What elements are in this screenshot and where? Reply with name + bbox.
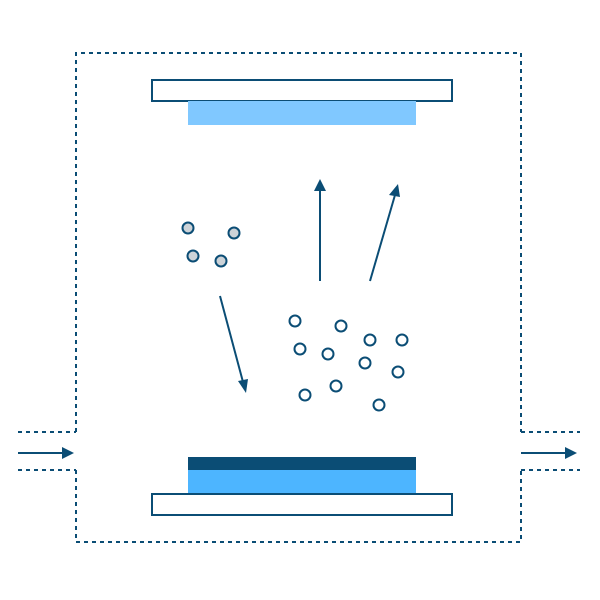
gas-particle [186,249,200,263]
gas-particle [181,221,195,235]
chamber-upper-wall [75,52,522,432]
sputtered-particle [334,319,348,333]
downward-arrow [219,295,244,383]
outlet-port [521,431,580,471]
outlet-arrowhead-icon [565,447,577,459]
sputtered-particle [395,333,409,347]
downward-arrowhead-icon [238,379,248,393]
gas-particle [214,254,228,268]
sputtered-particle [321,347,335,361]
diagonal-arrow [369,194,396,282]
target-material [188,101,416,125]
sputtered-particle [329,379,343,393]
sputtered-particle [293,342,307,356]
chamber-wall [18,52,580,543]
inlet-arrowhead-icon [62,447,74,459]
top-plate [151,79,453,102]
deposited-film [188,457,416,470]
chamber-lower-wall [75,470,522,543]
inlet-port [18,431,76,471]
gas-particle [227,226,241,240]
substrate [188,470,416,494]
sputtered-particle [288,314,302,328]
sputtered-particle [358,356,372,370]
sputtered-particle [298,388,312,402]
bottom-plate [151,493,453,516]
upward-arrowhead-icon [314,179,326,191]
sputtered-particle [372,398,386,412]
sputtered-particle [363,333,377,347]
sputtered-particles [288,314,409,412]
sputtered-particle [391,365,405,379]
gas-particles [181,221,241,268]
diagonal-arrowhead-icon [389,184,400,197]
